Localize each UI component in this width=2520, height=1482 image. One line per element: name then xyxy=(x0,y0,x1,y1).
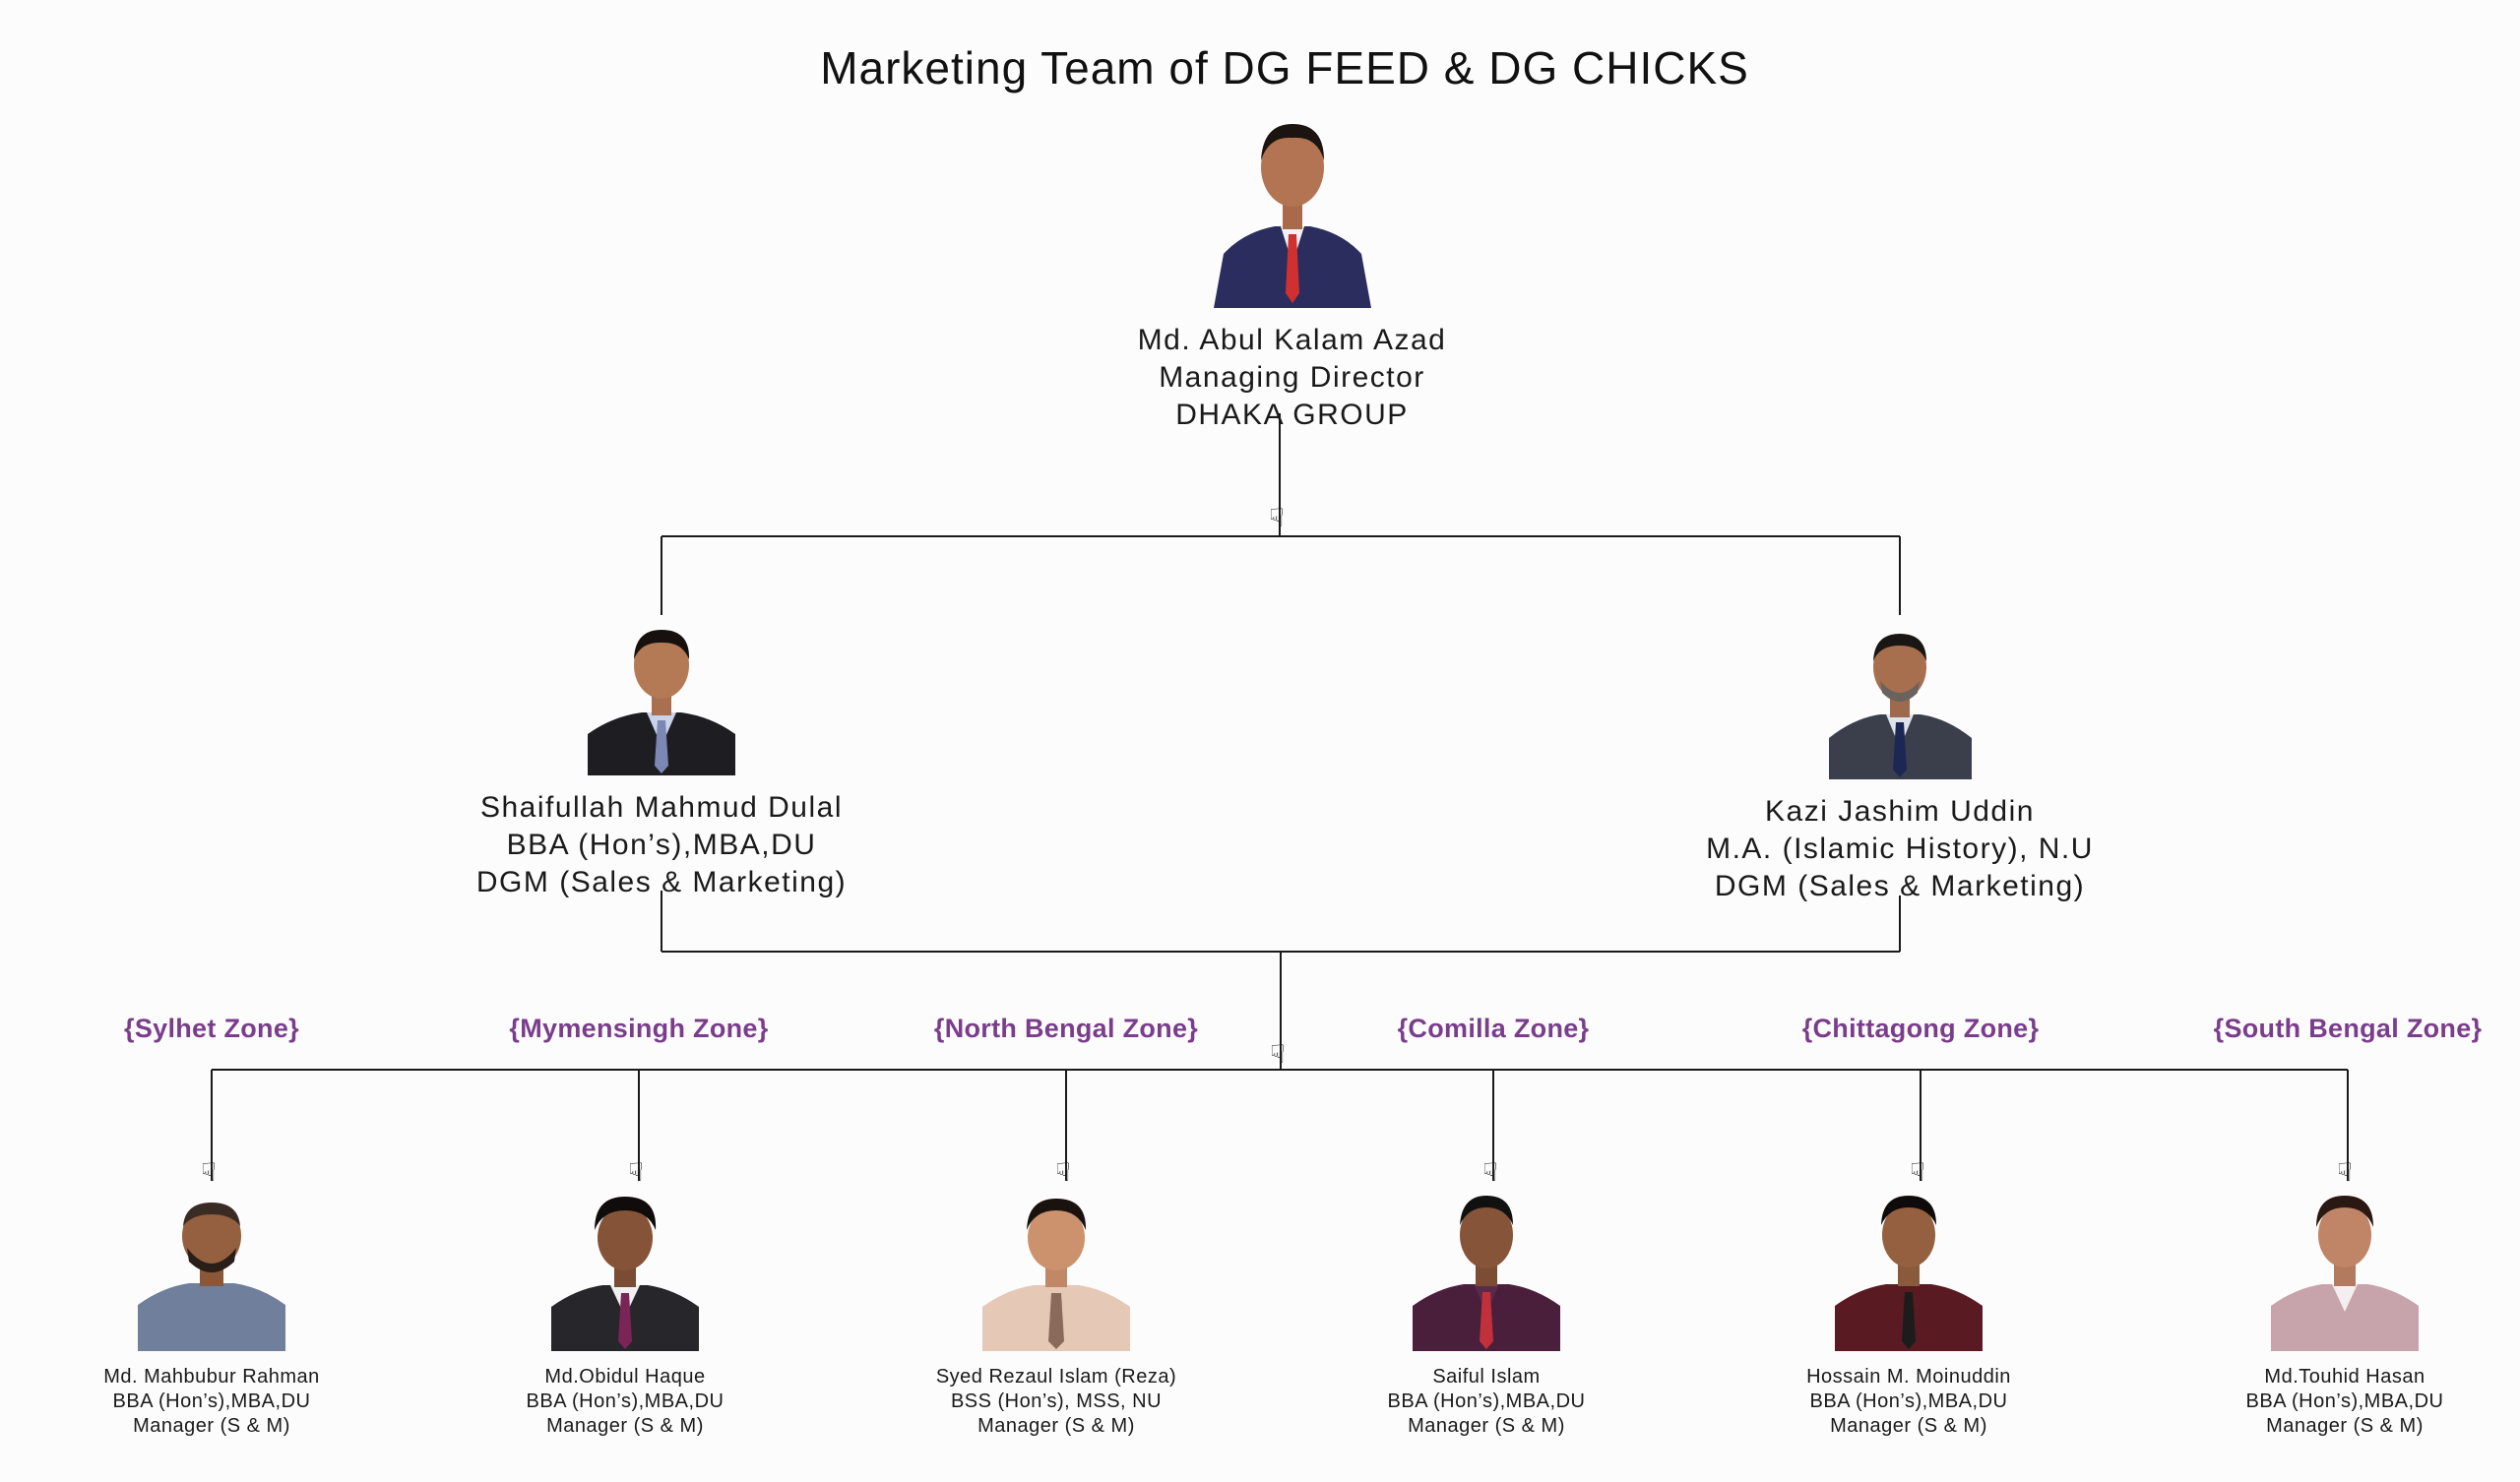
dgm-left-card: Shaifullah Mahmud Dulal BBA (Hon’s),MBA,… xyxy=(406,618,917,901)
manager-role: Manager (S & M) xyxy=(1830,1415,1987,1437)
dgm-right-name: Kazi Jashim Uddin xyxy=(1765,795,2035,828)
manager-role: Manager (S & M) xyxy=(977,1415,1135,1437)
manager-degree: BSS (Hon’s), MSS, NU xyxy=(950,1390,1163,1412)
manager-card-south-bengal: Md.Touhid Hasan BBA (Hon’s),MBA,DU Manag… xyxy=(2168,1186,2520,1439)
dgm-right-degree: M.A. (Islamic History), N.U xyxy=(1706,833,2094,865)
person-portrait-icon xyxy=(551,1189,699,1351)
manager-name: Saiful Islam xyxy=(1432,1366,1541,1388)
manager-role: Manager (S & M) xyxy=(546,1415,704,1437)
md-role: Managing Director xyxy=(1159,361,1425,394)
dgm-left-degree: BBA (Hon’s),MBA,DU xyxy=(506,829,817,861)
zone-label-south-bengal: {South Bengal Zone} xyxy=(2213,1014,2483,1043)
person-portrait-icon xyxy=(588,618,735,775)
connector-marker-icon: ☟ xyxy=(1482,1158,1498,1188)
zone-label-north-bengal: {North Bengal Zone} xyxy=(933,1014,1199,1043)
manager-card-sylhet: Md. Mahbubur Rahman BBA (Hon’s),MBA,DU M… xyxy=(34,1189,389,1439)
dgm-right-card: Kazi Jashim Uddin M.A. (Islamic History)… xyxy=(1644,622,2156,905)
person-portrait-icon xyxy=(138,1189,285,1351)
manager-card-chittagong: Hossain M. Moinuddin BBA (Hon’s),MBA,DU … xyxy=(1732,1186,2086,1439)
manager-card-mymensingh: Md.Obidul Haque BBA (Hon’s),MBA,DU Manag… xyxy=(448,1189,802,1439)
manager-degree: BBA (Hon’s),MBA,DU xyxy=(1809,1390,2008,1412)
connector-marker-icon: ☟ xyxy=(1269,504,1285,533)
person-portrait-icon xyxy=(2271,1186,2419,1351)
chart-title: Marketing Team of DG FEED & DG CHICKS xyxy=(820,42,1749,93)
manager-card-comilla: Saiful Islam BBA (Hon’s),MBA,DU Manager … xyxy=(1309,1186,1664,1439)
manager-card-north-bengal: Syed Rezaul Islam (Reza) BSS (Hon’s), MS… xyxy=(879,1189,1233,1439)
manager-role: Manager (S & M) xyxy=(1408,1415,1565,1437)
connector-marker-icon: ☟ xyxy=(1270,1040,1286,1070)
connector-marker-icon: ☟ xyxy=(1055,1158,1071,1188)
dgm-right-role: DGM (Sales & Marketing) xyxy=(1714,870,2086,902)
zone-label-comilla: {Comilla Zone} xyxy=(1397,1014,1590,1043)
zone-label-sylhet: {Sylhet Zone} xyxy=(124,1014,299,1043)
person-portrait-icon xyxy=(1835,1186,1983,1351)
zone-label-chittagong: {Chittagong Zone} xyxy=(1801,1014,2040,1043)
zone-label-mymensingh: {Mymensingh Zone} xyxy=(509,1014,769,1043)
person-portrait-icon xyxy=(1203,106,1381,308)
md-name: Md. Abul Kalam Azad xyxy=(1137,324,1447,356)
manager-name: Md.Touhid Hasan xyxy=(2264,1366,2426,1388)
md-card: Md. Abul Kalam Azad Managing Director DH… xyxy=(984,106,1600,434)
md-org: DHAKA GROUP xyxy=(1175,399,1409,431)
connector-marker-icon: ☟ xyxy=(628,1158,644,1188)
person-portrait-icon xyxy=(982,1189,1130,1351)
manager-degree: BBA (Hon’s),MBA,DU xyxy=(526,1390,724,1412)
manager-degree: BBA (Hon’s),MBA,DU xyxy=(2245,1390,2444,1412)
connector-marker-icon: ☟ xyxy=(201,1158,217,1188)
manager-name: Md. Mahbubur Rahman xyxy=(103,1366,320,1388)
manager-degree: BBA (Hon’s),MBA,DU xyxy=(1387,1390,1586,1412)
manager-name: Hossain M. Moinuddin xyxy=(1806,1366,2011,1388)
dgm-left-name: Shaifullah Mahmud Dulal xyxy=(479,791,843,824)
manager-name: Md.Obidul Haque xyxy=(544,1366,706,1388)
connector-marker-icon: ☟ xyxy=(1910,1158,1925,1188)
manager-name: Syed Rezaul Islam (Reza) xyxy=(935,1366,1177,1388)
connector-marker-icon: ☟ xyxy=(2337,1158,2353,1188)
manager-degree: BBA (Hon’s),MBA,DU xyxy=(112,1390,311,1412)
manager-role: Manager (S & M) xyxy=(2266,1415,2424,1437)
person-portrait-icon xyxy=(1828,622,1972,779)
manager-role: Manager (S & M) xyxy=(133,1415,290,1437)
person-portrait-icon xyxy=(1413,1186,1560,1351)
dgm-left-role: DGM (Sales & Marketing) xyxy=(475,866,848,898)
